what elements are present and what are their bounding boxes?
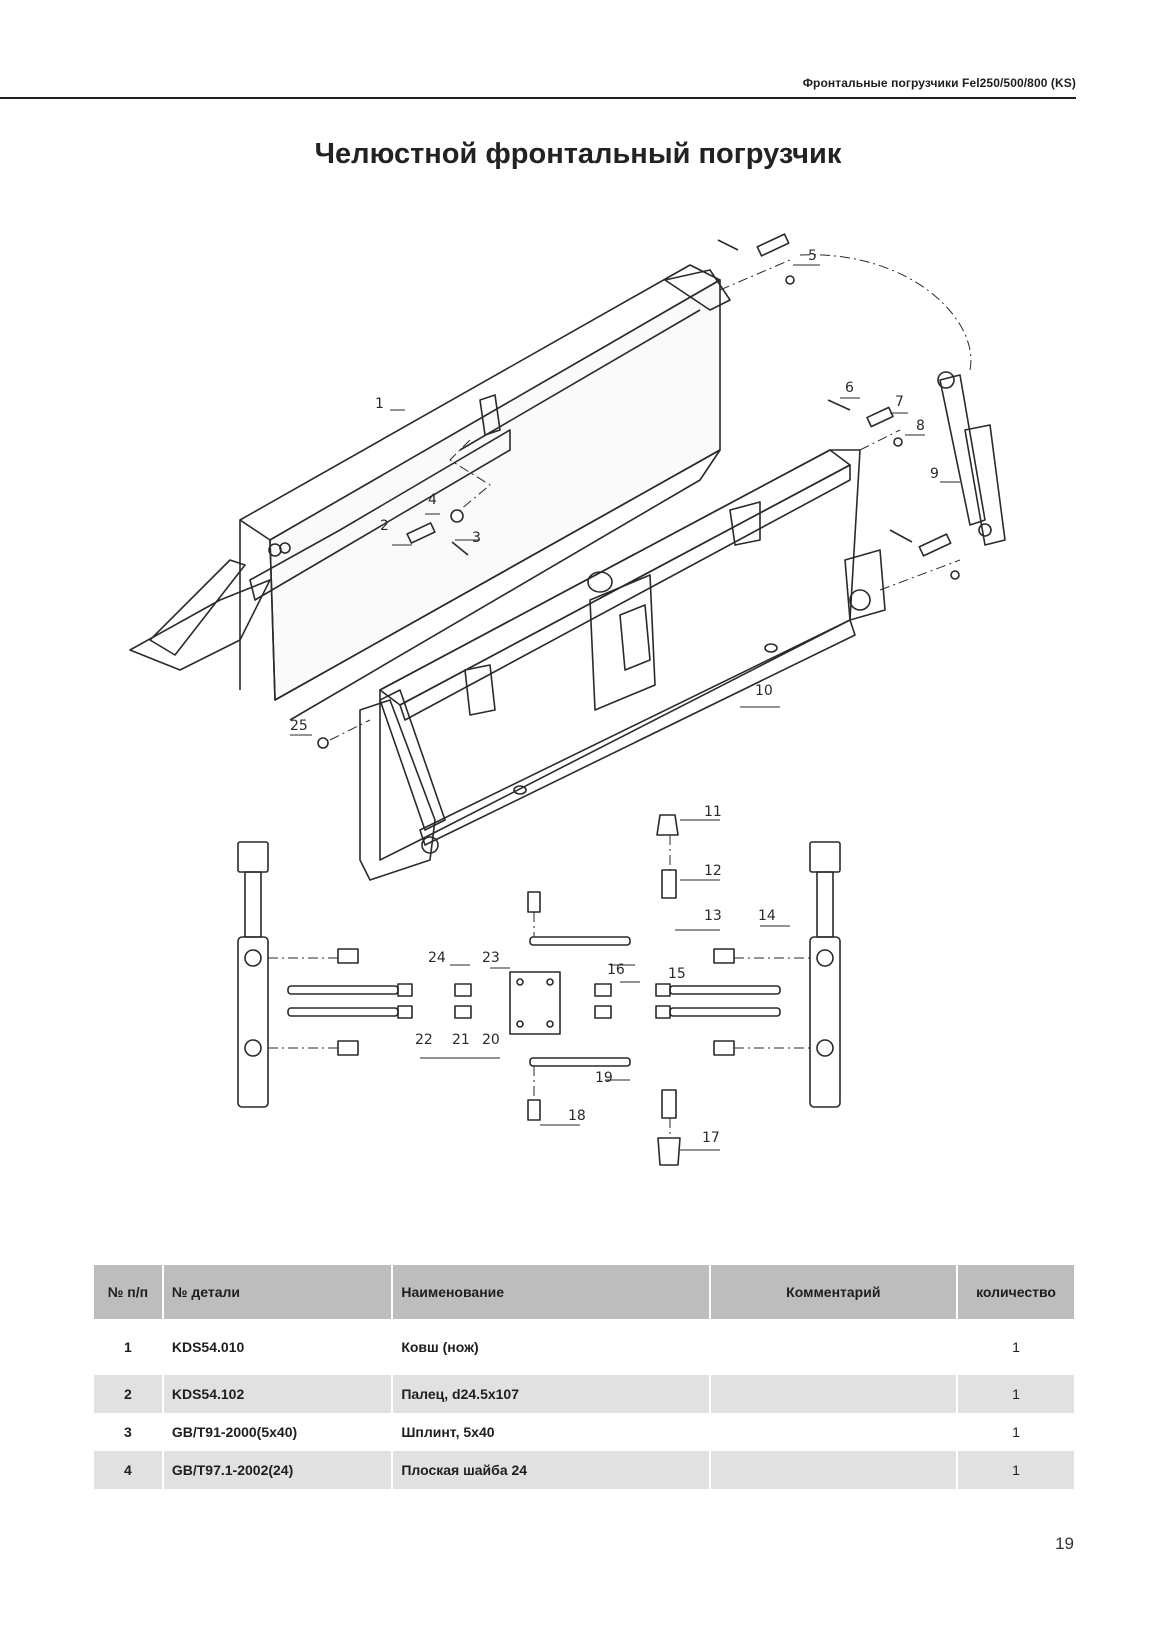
coupling-12 <box>661 869 677 899</box>
table-row: 1 KDS54.010 Ковш (нож) 1 <box>94 1319 1074 1375</box>
cell-name: Палец, d24.5x107 <box>393 1375 711 1413</box>
callout-22: 22 <box>415 1032 433 1048</box>
cell-code: GB/T97.1-2002(24) <box>163 1451 394 1489</box>
callout-11: 11 <box>704 804 722 820</box>
callout-19: 19 <box>595 1070 613 1086</box>
cell-num: 4 <box>94 1451 164 1489</box>
cell-name: Плоская шайба 24 <box>393 1451 711 1489</box>
callout-14: 14 <box>758 908 776 924</box>
callout-12: 12 <box>704 863 722 879</box>
table-header-row: № п/п № детали Наименование Комментарий … <box>94 1265 1074 1319</box>
callout-labels: 1 2 3 4 5 6 7 8 9 10 11 12 13 14 15 16 1… <box>290 248 939 1146</box>
callout-25: 25 <box>290 718 308 734</box>
cell-code: KDS54.102 <box>163 1375 394 1413</box>
frame-outline <box>359 449 886 881</box>
cell-name: Ковш (нож) <box>393 1319 711 1375</box>
col-header-name: Наименование <box>393 1265 711 1319</box>
callout-10: 10 <box>755 683 773 699</box>
coupling-17 <box>657 1137 681 1166</box>
header-rule <box>0 97 1076 99</box>
right-cylinder <box>809 841 841 1108</box>
callout-23: 23 <box>482 950 500 966</box>
callout-1: 1 <box>375 396 384 412</box>
cell-qty: 1 <box>958 1413 1074 1451</box>
small-parts <box>317 233 960 749</box>
cell-comment <box>710 1413 959 1451</box>
callout-20: 20 <box>482 1032 500 1048</box>
callout-2: 2 <box>380 518 389 534</box>
callout-17: 17 <box>702 1130 720 1146</box>
cell-qty: 1 <box>958 1319 1074 1375</box>
leader-lines <box>290 264 960 1151</box>
col-header-qty: количество <box>958 1265 1074 1319</box>
table-row: 4 GB/T97.1-2002(24) Плоская шайба 24 1 <box>94 1451 1074 1489</box>
callout-18: 18 <box>568 1108 586 1124</box>
table-row: 3 GB/T91-2000(5x40) Шплинт, 5x40 1 <box>94 1413 1074 1451</box>
col-header-num: № п/п <box>94 1265 164 1319</box>
coupling-11 <box>656 814 679 836</box>
cell-qty: 1 <box>958 1451 1074 1489</box>
callout-13: 13 <box>704 908 722 924</box>
callout-15: 15 <box>668 966 686 982</box>
cell-code: GB/T91-2000(5x40) <box>163 1413 394 1451</box>
page-number: 19 <box>1055 1534 1074 1553</box>
callout-8: 8 <box>916 418 925 434</box>
exploded-view-drawing: 1 2 3 4 5 6 7 8 9 10 11 12 13 14 15 16 1… <box>129 233 1006 1166</box>
cell-comment <box>710 1319 959 1375</box>
cell-qty: 1 <box>958 1375 1074 1413</box>
cylinder-9 <box>937 371 1006 546</box>
col-header-comment: Комментарий <box>710 1265 959 1319</box>
callout-21: 21 <box>452 1032 470 1048</box>
callout-16: 16 <box>607 962 625 978</box>
page-header: Фронтальные погрузчики Fel250/500/800 (K… <box>0 0 1076 99</box>
cell-code: KDS54.010 <box>163 1319 394 1375</box>
callout-4: 4 <box>428 492 437 508</box>
header-title: Фронтальные погрузчики Fel250/500/800 (K… <box>802 76 1076 90</box>
callout-24: 24 <box>428 950 446 966</box>
hoses <box>287 936 781 1067</box>
callout-7: 7 <box>895 394 904 410</box>
table-row: 2 KDS54.102 Палец, d24.5x107 1 <box>94 1375 1074 1413</box>
cell-num: 1 <box>94 1319 164 1375</box>
callout-6: 6 <box>845 380 854 396</box>
col-header-code: № детали <box>163 1265 394 1319</box>
coupling-17-body <box>661 1089 677 1119</box>
valve-block <box>509 971 561 1035</box>
bucket-outline <box>129 264 731 721</box>
callout-9: 9 <box>930 466 939 482</box>
cell-comment <box>710 1451 959 1489</box>
page-title: Челюстной фронтальный погрузчик <box>314 138 842 170</box>
cell-num: 3 <box>94 1413 164 1451</box>
callout-3: 3 <box>472 530 481 546</box>
parts-table: № п/п № детали Наименование Комментарий … <box>94 1265 1074 1489</box>
callout-5: 5 <box>808 248 817 264</box>
cell-name: Шплинт, 5x40 <box>393 1413 711 1451</box>
cell-comment <box>710 1375 959 1413</box>
left-cylinder <box>237 841 269 1108</box>
cell-num: 2 <box>94 1375 164 1413</box>
